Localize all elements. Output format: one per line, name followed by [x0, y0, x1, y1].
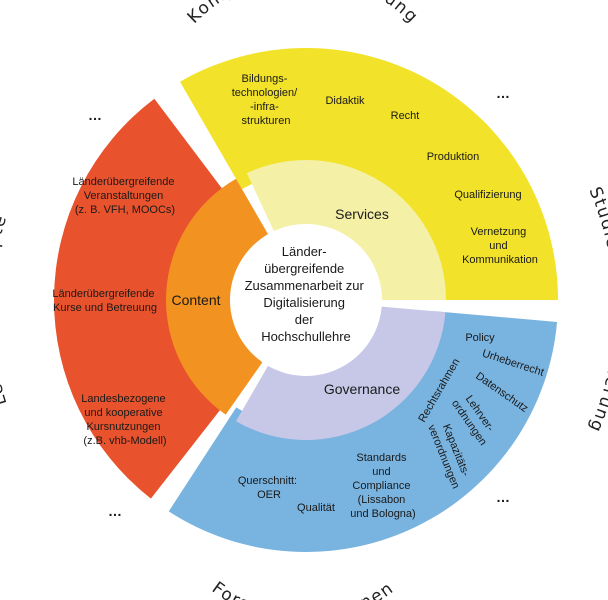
ellipsis-bottom-right: …: [496, 489, 510, 505]
title-left: Lehr-/Lernkonzepte: [0, 212, 11, 408]
label-produktion: Produktion: [427, 151, 480, 163]
label-standards: Standards und Compliance (Lissabon und B…: [350, 452, 415, 520]
label-querschnitt-oer: Querschnitt: OER: [238, 475, 300, 501]
label-vernetzung: Vernetzung und Kommunikation: [462, 226, 538, 266]
ellipsis-top-left: …: [88, 107, 102, 123]
label-content: Content: [171, 292, 220, 308]
label-governance: Governance: [324, 381, 400, 397]
label-kursnutzungen: Landesbezogene und kooperative Kursnutzu…: [81, 393, 168, 447]
center-circle: [231, 225, 381, 375]
label-veranstaltungen: Länderübergreifende Veranstaltungen (z. …: [72, 176, 177, 216]
research-learning-sector: [168, 311, 558, 553]
content-ring: [166, 178, 268, 415]
title-top: Kompetenzverbesserung: [184, 0, 423, 28]
ellipsis-bottom-left: …: [108, 503, 122, 519]
ellipsis-top-right: …: [496, 85, 510, 101]
label-bildungstechnologien: Bildungs- technologien/ -infra- struktur…: [232, 73, 301, 127]
label-qualitaet: Qualität: [297, 502, 335, 514]
label-kurse-betreuung: Länderübergreifende Kurse und Betreuung: [52, 288, 157, 314]
label-policy: Policy: [465, 332, 495, 344]
label-services: Services: [335, 206, 389, 222]
label-qualifizierung: Qualifizierung: [454, 189, 521, 201]
title-bottom: Forschendes Lernen: [208, 578, 398, 600]
teaching-concepts-sector: [53, 98, 229, 499]
center-title: Länder- übergreifende Zusammenarbeit zur…: [245, 244, 368, 344]
label-recht: Recht: [391, 110, 420, 122]
title-right: Studierendenzentrierung: [585, 184, 608, 436]
services-ring: [246, 160, 446, 300]
label-didaktik: Didaktik: [325, 95, 365, 107]
competence-improvement-sector: [180, 47, 558, 301]
governance-ring: [236, 306, 446, 440]
